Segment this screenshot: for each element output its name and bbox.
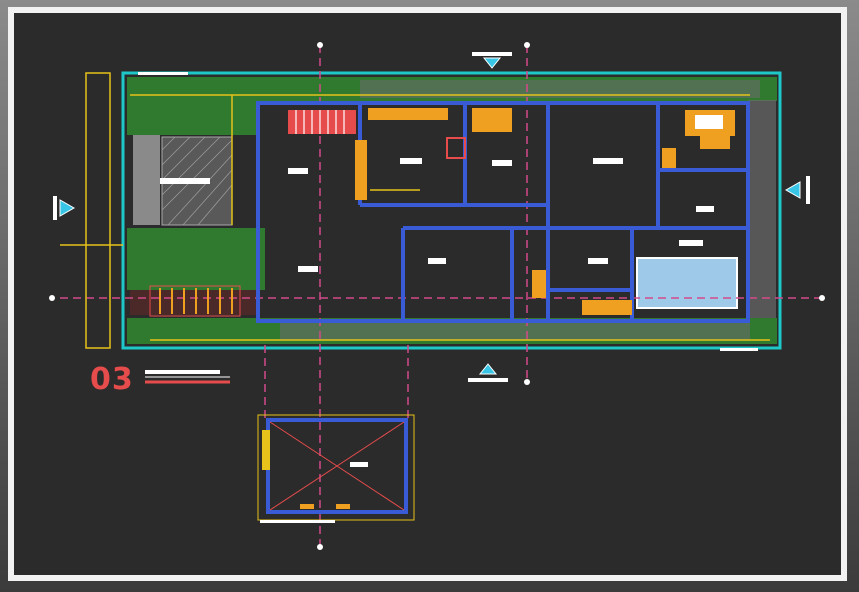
carport-hatch — [161, 136, 233, 226]
section-arrow-down-icon — [472, 52, 512, 69]
garage-paving — [133, 135, 160, 225]
dimension-lines — [60, 72, 770, 349]
kitchen-island — [355, 140, 367, 200]
bottom-paving-strip — [280, 322, 750, 340]
section-arrow-up-icon — [468, 363, 508, 382]
site-boundary — [121, 71, 782, 350]
vanity — [700, 135, 730, 149]
stair — [288, 110, 356, 134]
entry-steps — [149, 285, 241, 317]
top-paving-strip — [360, 80, 760, 98]
tub-inner — [695, 115, 723, 129]
room-tags — [138, 72, 758, 467]
wc-fixture — [532, 270, 546, 298]
axis-bubbles — [49, 42, 825, 550]
left-lawn — [127, 100, 257, 135]
bathroom-fixture — [472, 108, 512, 132]
site-plan — [121, 71, 782, 350]
wardrobe — [662, 148, 676, 168]
pavilion — [257, 414, 415, 523]
section-arrow-right-icon — [53, 196, 76, 220]
red-partition — [446, 137, 466, 159]
pool — [636, 257, 738, 309]
section-markers — [53, 52, 810, 382]
right-paving-strip — [748, 100, 776, 318]
furniture — [149, 108, 735, 317]
section-arrow-left-icon — [784, 176, 810, 204]
sheet-number: 03 — [90, 362, 134, 397]
wc-vanity — [582, 300, 632, 315]
kitchen-counter — [368, 108, 448, 120]
scale-bar — [145, 376, 230, 384]
garden-lawn — [127, 228, 265, 290]
